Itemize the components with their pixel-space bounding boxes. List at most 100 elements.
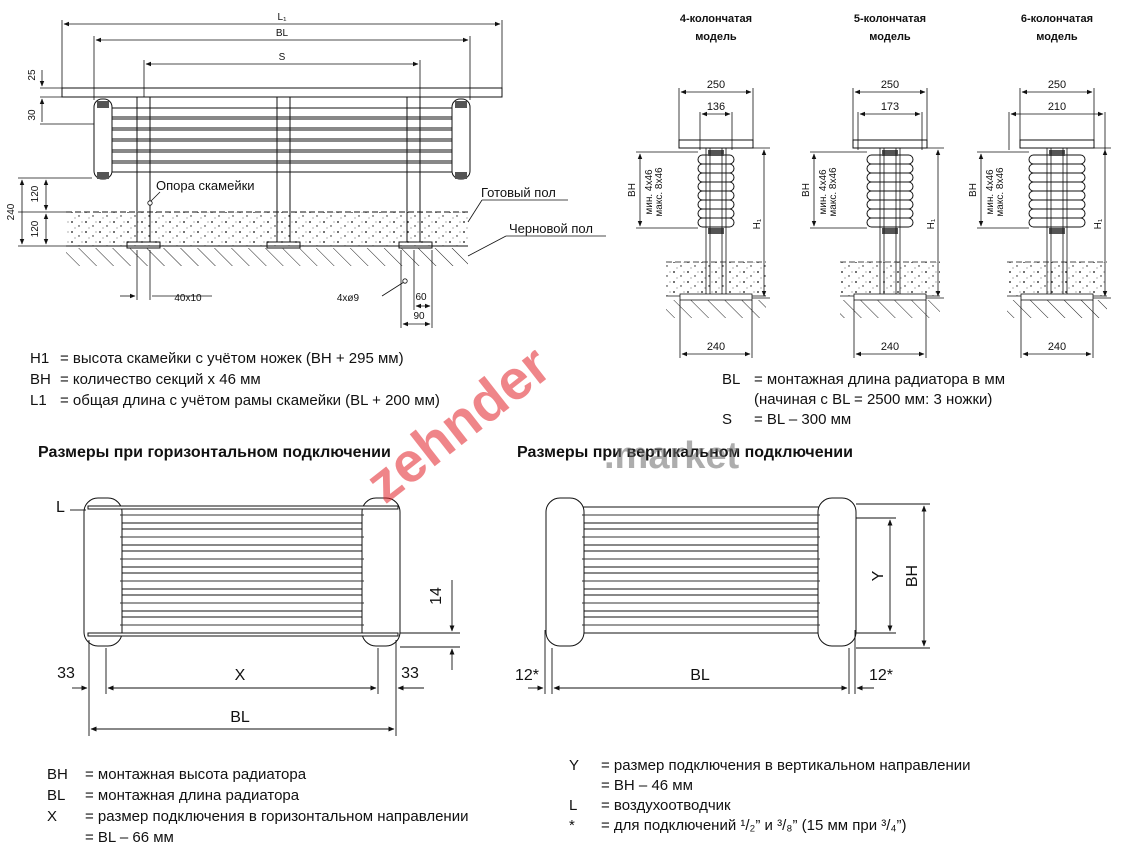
legend-text: = воздухоотводчик	[601, 797, 731, 814]
legend-text: = монтажная длина радиатора в мм	[754, 371, 1005, 388]
legend-key: BL	[47, 787, 65, 804]
svg-text:5-колончатая: 5-колончатая	[854, 13, 926, 25]
svg-text:мин. 4x46: мин. 4x46	[985, 169, 996, 215]
svg-text:250: 250	[881, 79, 899, 91]
bench-radiator-tubes	[97, 107, 467, 173]
legend-top-right: BL = монтажная длина радиатора в мм (начин…	[722, 371, 1005, 428]
svg-text:14: 14	[428, 587, 445, 605]
bench-end-cap-right	[451, 98, 471, 180]
svg-text:120: 120	[30, 185, 41, 202]
legend-text: = для подключений ¹/₂” и ³/₈” (15 мм при…	[601, 817, 907, 834]
svg-text:240: 240	[6, 203, 17, 220]
svg-text:L: L	[56, 499, 65, 516]
svg-text:250: 250	[1048, 79, 1066, 91]
svg-text:60: 60	[415, 292, 427, 303]
svg-text:H₁: H₁	[926, 218, 937, 229]
svg-text:макс. 8x46: макс. 8x46	[995, 167, 1006, 217]
legend-key: L1	[30, 392, 47, 409]
vertical-dimension-texts: Y BH 12* 12* BL	[515, 565, 921, 684]
svg-text:250: 250	[707, 79, 725, 91]
finished-floor-label: Готовый пол	[481, 185, 556, 200]
svg-text:H₁: H₁	[1093, 218, 1104, 229]
svg-text:Y: Y	[870, 570, 887, 581]
svg-text:120: 120	[30, 220, 41, 237]
svg-text:136: 136	[707, 101, 725, 113]
rough-floor-label: Черновой пол	[509, 221, 593, 236]
svg-text:240: 240	[881, 341, 899, 353]
horizontal-dimension-texts: L 14 33 33 X BL	[56, 499, 445, 726]
svg-text:30: 30	[27, 109, 38, 121]
legend-bottom-right: Y = размер подключения в вертикальном нап…	[569, 757, 971, 834]
svg-text:33: 33	[401, 665, 419, 682]
legend-text: = монтажная длина радиатора	[85, 787, 300, 804]
svg-text:BH: BH	[627, 183, 638, 197]
legend-key: S	[722, 411, 732, 428]
svg-text:BH: BH	[904, 565, 921, 587]
radiator-horizontal-connection	[83, 497, 401, 647]
legend-text: = монтажная высота радиатора	[85, 766, 307, 783]
svg-text:25: 25	[27, 69, 38, 81]
legend-text: = BH – 46 мм	[601, 777, 693, 794]
svg-text:X: X	[235, 667, 246, 684]
radiator-vertical-connection	[545, 497, 857, 647]
svg-text:173: 173	[881, 101, 899, 113]
svg-text:H₁: H₁	[752, 218, 763, 229]
legend-key: H1	[30, 350, 49, 367]
svg-text:макс. 8x46: макс. 8x46	[654, 167, 665, 217]
svg-text:4-колончатая: 4-колончатая	[680, 13, 752, 25]
legend-text: = размер подключения в горизонтальном на…	[85, 808, 468, 825]
svg-text:модель: модель	[695, 31, 737, 43]
svg-text:модель: модель	[1036, 31, 1078, 43]
svg-text:модель: модель	[869, 31, 911, 43]
legend-key: Y	[569, 757, 579, 774]
legend-text: (начиная с BL = 2500 мм: 3 ножки)	[754, 391, 992, 408]
svg-text:40x10: 40x10	[174, 293, 202, 304]
bench-seat-board	[61, 87, 503, 98]
legend-text: = количество секций x 46 мм	[60, 371, 261, 388]
svg-text:240: 240	[1048, 341, 1066, 353]
horizontal-dimension-lines	[70, 509, 460, 736]
finished-floor-screed	[66, 212, 468, 246]
svg-text:S: S	[279, 52, 286, 63]
svg-text:12*: 12*	[515, 667, 539, 684]
watermark-suffix: .market	[604, 435, 740, 477]
legend-text: = высота скамейки с учётом ножек (BH + 2…	[60, 350, 404, 367]
svg-text:мин. 4x46: мин. 4x46	[818, 169, 829, 215]
watermark: zehnder .market	[354, 333, 740, 515]
svg-text:4xø9: 4xø9	[337, 293, 360, 304]
bench-end-cap-left	[93, 98, 113, 180]
svg-text:12*: 12*	[869, 667, 893, 684]
legend-key: BH	[47, 766, 68, 783]
legend-text: = размер подключения в вертикальном напр…	[601, 757, 971, 774]
legend-text: = общая длина с учётом рамы скамейки (BL…	[60, 392, 440, 409]
svg-text:макс. 8x46: макс. 8x46	[828, 167, 839, 217]
svg-text:BH: BH	[968, 183, 979, 197]
svg-text:33: 33	[57, 665, 75, 682]
bench-elevation	[61, 87, 503, 266]
heading-horizontal-connection: Размеры при горизонтальном подключении	[38, 444, 391, 461]
svg-text:BL: BL	[276, 28, 289, 39]
bench-dimension-lines	[18, 20, 606, 328]
svg-text:мин. 4x46: мин. 4x46	[644, 169, 655, 215]
svg-text:6-колончатая: 6-колончатая	[1021, 13, 1093, 25]
vertical-dimension-lines	[528, 503, 930, 694]
svg-text:BH: BH	[801, 183, 812, 197]
legend-top-left: H1 = высота скамейки с учётом ножек (BH +…	[30, 350, 440, 409]
svg-text:210: 210	[1048, 101, 1066, 113]
svg-text:L₁: L₁	[278, 12, 288, 23]
svg-text:90: 90	[413, 311, 425, 322]
svg-text:240: 240	[707, 341, 725, 353]
legend-key: BL	[722, 371, 740, 388]
svg-text:BL: BL	[230, 709, 250, 726]
legend-text: = BL – 66 мм	[85, 829, 174, 846]
rough-floor-hatch	[66, 248, 468, 266]
support-label: Опора скамейки	[156, 178, 255, 193]
heading-vertical-connection: Размеры при вертикальном подключении	[517, 444, 853, 461]
legend-text: = BL – 300 мм	[754, 411, 851, 428]
